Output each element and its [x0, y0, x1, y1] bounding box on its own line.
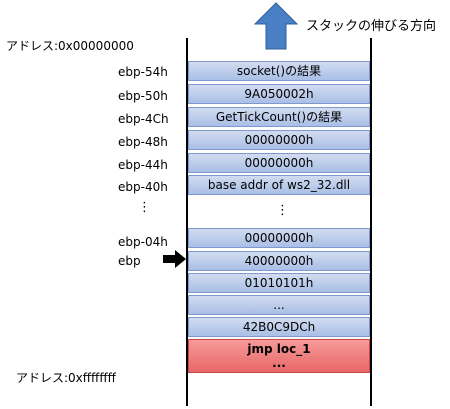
stack-cell: 9A050002h — [188, 84, 370, 104]
stack-cell: GetTickCount()の結果 — [188, 107, 370, 127]
stack-right-border — [370, 38, 372, 406]
stack-cell: 42B0C9DCh — [188, 317, 370, 337]
stack-growth-arrow-icon — [254, 2, 298, 50]
offset-label: ebp-50h — [118, 89, 168, 103]
stack-cell: 00000000h — [188, 153, 370, 173]
stack-cell: base addr of ws2_32.dll — [188, 175, 370, 195]
jmp-loc-ellipsis: ... — [272, 356, 286, 370]
offset-label: ebp-40h — [118, 180, 168, 194]
stack-cell: ... — [188, 295, 370, 315]
stack-cell: 01010101h — [188, 273, 370, 293]
jmp-loc-cell: jmp loc_1 ... — [188, 339, 370, 373]
offset-label: ebp-04h — [118, 235, 168, 249]
stack-cell: 00000000h — [188, 130, 370, 150]
address-top-label: アドレス:0x00000000 — [6, 39, 134, 53]
left-ellipsis: ⋮ — [138, 200, 151, 215]
stack-left-border — [186, 38, 188, 406]
stack-cell: socket()の結果 — [188, 61, 370, 81]
stack-growth-label: スタックの伸びる方向 — [306, 19, 437, 34]
stack-cell: 40000000h — [188, 251, 370, 271]
stack-cell: 00000000h — [188, 228, 370, 248]
offset-label: ebp-54h — [118, 65, 168, 79]
offset-label: ebp — [118, 254, 141, 268]
address-bottom-label: アドレス:0xffffffff — [16, 371, 116, 385]
offset-label: ebp-44h — [118, 158, 168, 172]
ebp-pointer-arrow-icon — [163, 250, 186, 268]
offset-label: ebp-4Ch — [118, 112, 169, 126]
jmp-loc-label: jmp loc_1 — [247, 342, 311, 356]
stack-ellipsis: ⋮ — [276, 203, 289, 218]
offset-label: ebp-48h — [118, 135, 168, 149]
